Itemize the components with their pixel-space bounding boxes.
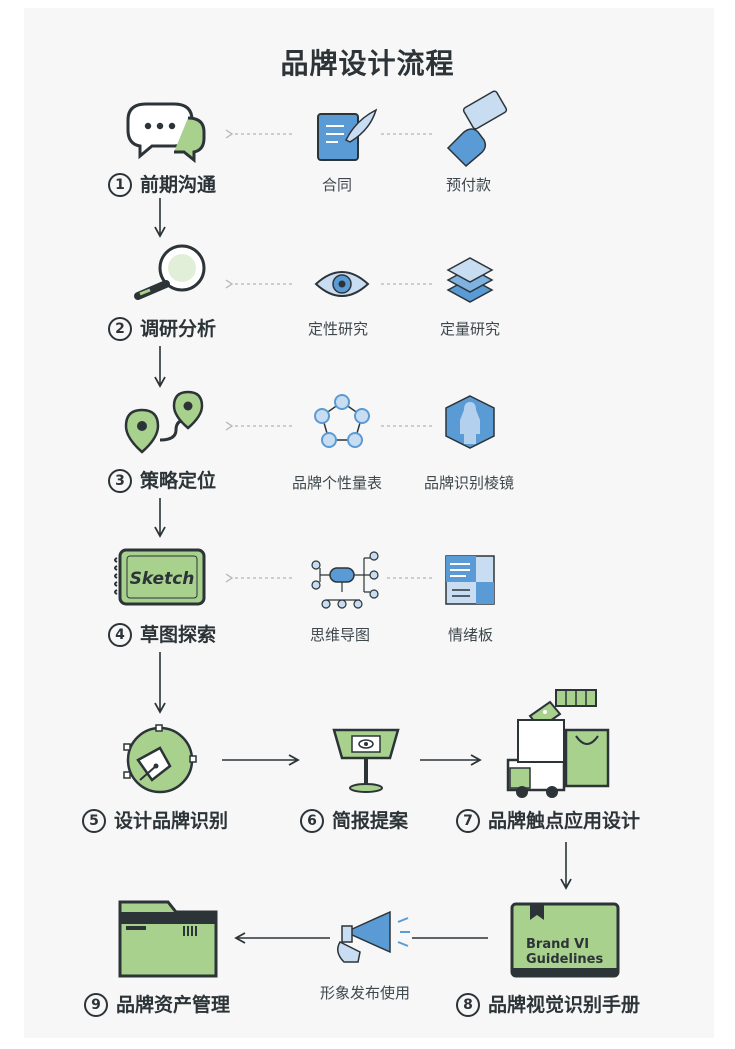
step-9-number: 9	[84, 993, 108, 1017]
input-prepayment-label: 预付款	[446, 176, 492, 194]
mood-board-icon	[445, 555, 495, 605]
step-1-label: 1 前期沟通	[108, 170, 216, 197]
pen-tool-icon	[123, 724, 197, 794]
step-9-label: 9 品牌资产管理	[84, 990, 230, 1017]
touchpoints-store-icon	[506, 689, 610, 798]
sketchbook-icon: Sketch	[114, 548, 206, 606]
contract-icon	[317, 108, 378, 161]
step-1-text: 前期沟通	[140, 174, 217, 196]
input-mood-board-label: 情绪板	[448, 626, 494, 644]
step-7-label: 7 品牌触点应用设计	[456, 806, 640, 833]
card-payment-icon	[446, 90, 508, 168]
input-personality-scale-label: 品牌个性量表	[292, 474, 383, 492]
identity-prism-icon	[445, 395, 495, 449]
mind-map-icon	[311, 551, 379, 609]
magnifier-icon	[134, 244, 206, 300]
presentation-stand-icon	[332, 728, 400, 793]
step-9-text: 品牌资产管理	[116, 994, 231, 1016]
input-arrows	[225, 129, 432, 583]
step-8-label: 8 品牌视觉识别手册	[456, 990, 640, 1017]
step-1-number: 1	[108, 173, 132, 197]
manual-title-line1: Brand VI	[526, 937, 589, 952]
step-6-text: 简报提案	[332, 810, 409, 832]
step-8-number: 8	[456, 993, 480, 1017]
step-5-text: 设计品牌识别	[114, 810, 229, 832]
step-4-number: 4	[108, 623, 132, 647]
layers-icon	[446, 257, 494, 303]
step-4-text: 草图探索	[140, 624, 217, 646]
chat-bubbles-icon	[126, 102, 206, 164]
folder-icon	[118, 900, 218, 978]
megaphone-icon	[337, 910, 410, 963]
guidelines-book-icon: Brand VI Guidelines	[510, 902, 620, 978]
diagram-title: 品牌设计流程	[280, 47, 455, 80]
input-identity-prism-label: 品牌识别棱镜	[424, 474, 515, 492]
manual-title-line2: Guidelines	[526, 952, 603, 967]
input-mind-map-label: 思维导图	[310, 626, 371, 644]
route-pins-icon	[124, 390, 204, 454]
step-4-label: 4 草图探索	[108, 620, 216, 647]
step-8-text: 品牌视觉识别手册	[488, 994, 641, 1016]
sketch-text: Sketch	[130, 569, 195, 589]
step-3-label: 3 策略定位	[108, 466, 216, 493]
step-7-number: 7	[456, 809, 480, 833]
input-quantitative-label: 定量研究	[440, 320, 501, 338]
step-7-text: 品牌触点应用设计	[488, 810, 641, 832]
flow-arrows	[154, 198, 572, 944]
step-5-number: 5	[82, 809, 106, 833]
step-3-number: 3	[108, 469, 132, 493]
step-2-text: 调研分析	[140, 318, 217, 340]
input-qualitative-label: 定性研究	[308, 320, 369, 338]
step-2-label: 2 调研分析	[108, 314, 216, 341]
step-2-number: 2	[108, 317, 132, 341]
personality-network-icon	[314, 394, 370, 448]
step-6-number: 6	[300, 809, 324, 833]
diagram-background	[24, 8, 714, 1038]
publish-label: 形象发布使用	[320, 984, 411, 1002]
eye-icon	[314, 271, 370, 297]
step-5-label: 5 设计品牌识别	[82, 806, 228, 833]
step-6-label: 6 简报提案	[300, 806, 408, 833]
input-contract-label: 合同	[322, 176, 353, 194]
step-3-text: 策略定位	[140, 470, 217, 492]
